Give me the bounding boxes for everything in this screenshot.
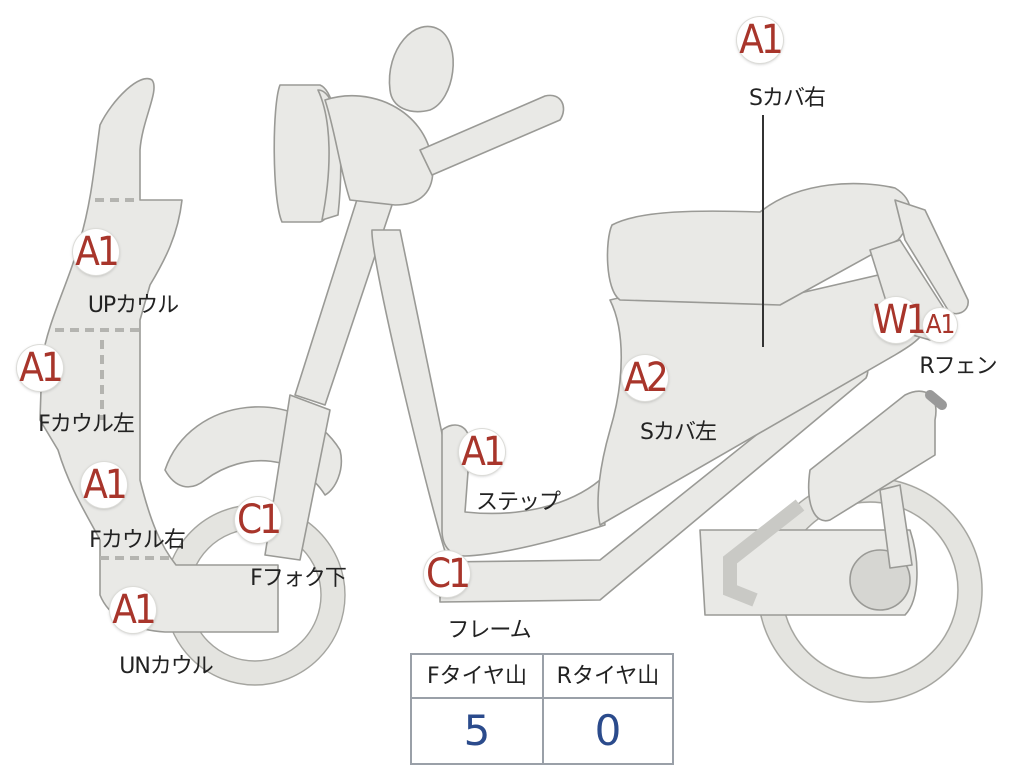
mirror [388,25,454,113]
damage-badge[interactable]: C1 [235,497,282,543]
axle-bolt [925,390,947,410]
damage-badge[interactable]: A1 [81,462,128,508]
damage-badge[interactable]: A1 [73,229,120,275]
damage-badge[interactable]: A1 [17,345,64,391]
part-label: Fカウル左 [38,412,135,437]
part-label: Sカバ左 [640,420,717,445]
damage-badge[interactable]: C1 [424,551,471,597]
part-label: フレーム [447,618,531,643]
rear-shock [879,484,913,569]
table-divider [542,655,544,765]
damage-badge[interactable]: A1 [459,429,506,475]
front-tire-value: 5 [463,706,491,755]
part-label: ステップ [475,490,561,515]
muffler-pipe [723,499,805,607]
part-label: Fカウル右 [89,528,186,553]
part-label: Sカバ右 [749,86,826,111]
tire-tread-table: Fタイヤ山 Rタイヤ山 5 0 [410,653,674,765]
rear-tire-header: Rタイヤ山 [544,655,672,699]
handlebar-head [324,95,434,206]
part-label: Fフォク下 [250,566,347,591]
damage-badge-small[interactable]: A1 [923,308,957,342]
rear-tire-value: 0 [594,706,622,755]
part-label: UPカウル [87,293,179,318]
damage-badge[interactable]: A1 [110,587,157,633]
damage-badge[interactable]: A2 [622,355,669,401]
air-box [807,390,937,522]
part-label: UNカウル [119,654,214,679]
part-label: Rフェン [919,354,997,379]
s-cover-right-leader-line [762,115,764,347]
handlebar [419,94,565,176]
damage-badge[interactable]: W1 [873,297,928,343]
damage-badge[interactable]: A1 [737,17,784,63]
front-tire-header: Fタイヤ山 [412,655,542,699]
seat [606,182,912,306]
